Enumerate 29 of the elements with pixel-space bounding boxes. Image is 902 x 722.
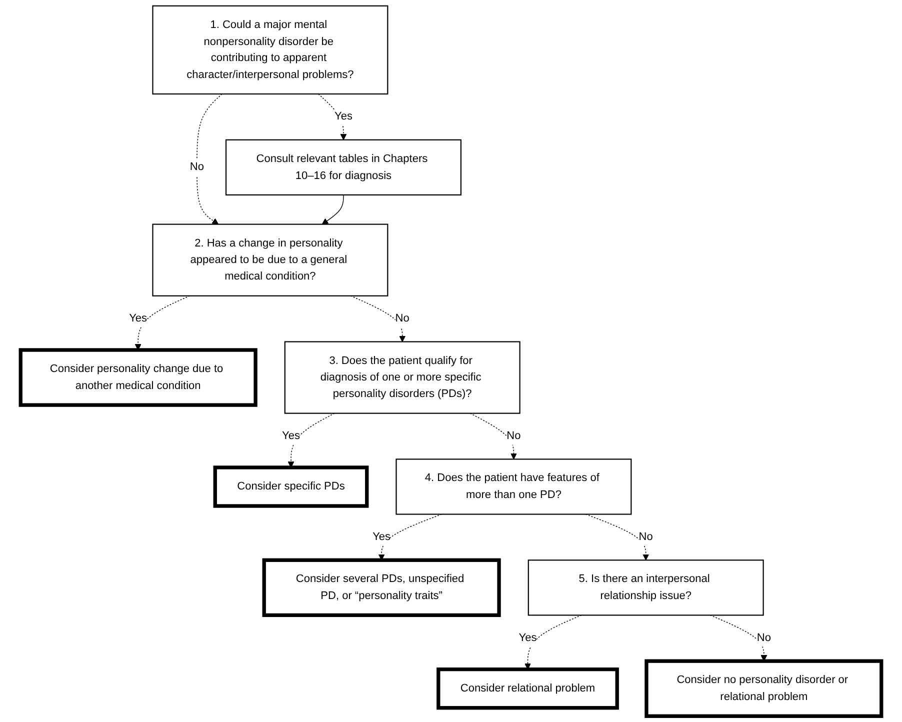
node-box: 1. Could a major mental nonpersonality disorder be contributing to apparent character/interpersonal problems? <box>152 5 388 95</box>
node-box: Consult relevant tables in Chapters 10–16 for diagnosis <box>225 139 462 196</box>
node-box: Consider no personality disorder or relational problem <box>644 659 884 718</box>
edge-label: No <box>190 160 204 174</box>
node-box: 5. Is there an interpersonal relationship issue? <box>528 560 764 616</box>
arrow <box>318 94 347 140</box>
edge-label: Yes <box>129 312 148 324</box>
node-box: 4. Does the patient have features of more than one PD? <box>396 458 632 515</box>
edge-label: No <box>756 631 771 644</box>
edge-label: Yes <box>518 631 537 644</box>
edge-label: No <box>395 312 410 324</box>
arrow <box>196 94 222 225</box>
node-box: 2. Has a change in personality appeared to be due to a general medical condition? <box>152 224 388 296</box>
edge-label: Yes <box>372 530 391 543</box>
edge-label: Yes <box>282 429 300 442</box>
node-box: Consider several PDs, unspecified PD, or “personality traits” <box>262 558 501 618</box>
edge-label: No <box>638 530 653 543</box>
arrow <box>378 514 442 560</box>
arrow <box>710 614 768 662</box>
arrow <box>322 194 344 225</box>
node-box: 3. Does the patient qualify for diagnosis of one or more specific personality disorders (PDs)? <box>284 341 520 414</box>
arrow <box>288 412 335 468</box>
arrow <box>524 614 582 670</box>
edge-label: No <box>506 429 521 442</box>
arrow <box>470 412 517 460</box>
node-box: Consider relational problem <box>436 668 619 710</box>
node-box: Consider personality change due to another medical condition <box>18 348 258 407</box>
edge-label: Yes <box>334 110 352 123</box>
node-box: Consider specific PDs <box>213 466 369 508</box>
